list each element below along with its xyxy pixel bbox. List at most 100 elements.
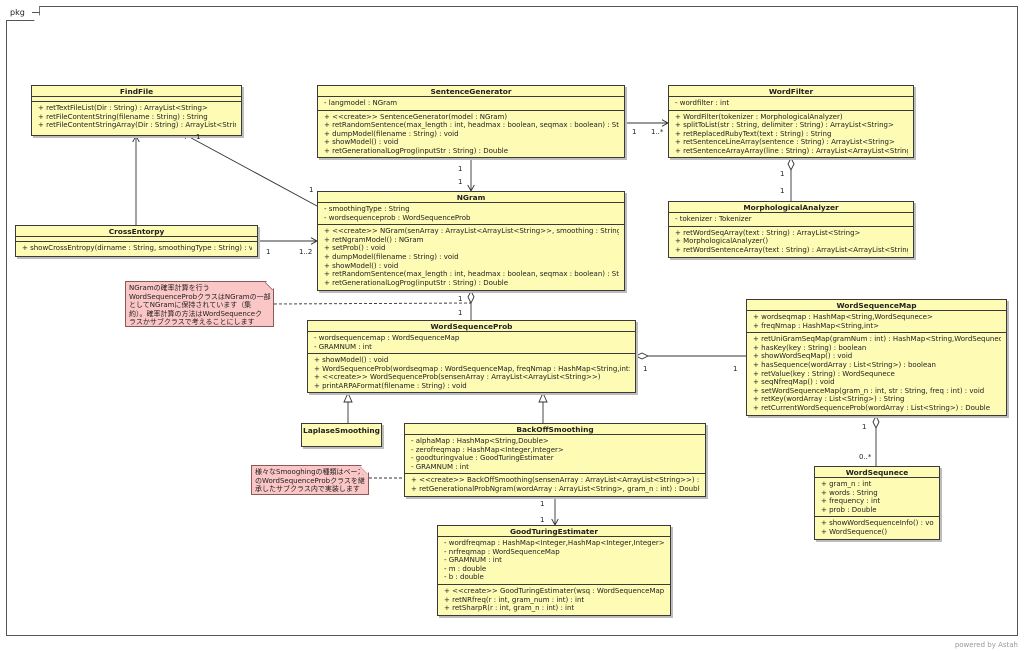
class-sentencegenerator[interactable]: SentenceGenerator - langmodel : NGram + … bbox=[317, 85, 625, 158]
attributes-section: - tokenizer : Tokenizer bbox=[669, 213, 913, 227]
member-line: - wordsequenceprob : WordSequenceProb bbox=[324, 213, 471, 222]
class-crossentropy[interactable]: CrossEntorpy + showCrossEntropy(dirname … bbox=[15, 225, 258, 257]
member-line: + WordSequence() bbox=[821, 527, 888, 536]
member-line: + showModel() : void bbox=[314, 356, 389, 365]
attributes-section bbox=[16, 237, 257, 242]
attributes-section: - langmodel : NGram bbox=[318, 97, 624, 111]
class-name: FindFile bbox=[32, 86, 241, 97]
member-line: 様々なSmooghingの種類はベース bbox=[255, 468, 365, 476]
class-laplacesmoothing[interactable]: LaplaseSmoothing bbox=[301, 423, 382, 447]
mult-wsp-wsm-left: 1 bbox=[643, 365, 648, 373]
aggregation-diamond bbox=[787, 156, 795, 172]
generalization-triangle bbox=[538, 391, 548, 403]
mult-bo-gt-top: 1 bbox=[540, 500, 545, 508]
class-backoffsmoothing[interactable]: BackOffSmoothing - alphaMap : HashMap<St… bbox=[404, 423, 706, 497]
member-line: + retNRfreq(r : int, gram_num : int) : i… bbox=[444, 595, 585, 604]
attributes-section bbox=[32, 97, 241, 102]
operations-section: + showModel() : void+ WordSequenceProb(w… bbox=[308, 354, 635, 392]
member-line: + <<create>> GoodTuringEstimater(wsq : W… bbox=[444, 586, 665, 595]
member-line: + showCrossEntropy(dirname : String, smo… bbox=[22, 244, 252, 252]
mult-ngram-findfile-near: 1 bbox=[196, 133, 201, 141]
class-name: SentenceGenerator bbox=[318, 86, 624, 97]
class-wordsequnece[interactable]: WordSequnece + gram_n : int+ words : Str… bbox=[814, 466, 940, 540]
member-line: + retTextFileList(Dir : String) : ArrayL… bbox=[38, 104, 208, 112]
member-line: - GRAMNUM : int bbox=[411, 462, 469, 471]
member-line: + retCurrentWordSequenceProb(wordArray :… bbox=[753, 403, 991, 412]
aggregation-diamond bbox=[467, 289, 475, 305]
member-line: + freqNmap : HashMap<String,int> bbox=[753, 321, 880, 330]
operations-section: + WordFilter(tokenizer : MorphologicalAn… bbox=[669, 111, 913, 158]
attributes-section: - smoothingType : String- wordsequencepr… bbox=[318, 203, 624, 226]
class-findfile[interactable]: FindFile + retTextFileList(Dir : String)… bbox=[31, 85, 242, 136]
mult-wf-ma-bottom: 1 bbox=[780, 187, 785, 195]
member-line: - tokenizer : Tokenizer bbox=[675, 215, 752, 223]
member-line: - m : double bbox=[444, 564, 487, 573]
member-line: - smoothingType : String bbox=[324, 205, 410, 213]
member-line: + hasSequence(wordArray : List<String>) … bbox=[753, 360, 936, 369]
package-label: pkg bbox=[6, 6, 40, 21]
member-line: WordSequenceProbクラスはNGramの一部 bbox=[129, 292, 271, 301]
member-line: + <<create>> NGram(senArray : ArrayList<… bbox=[324, 227, 619, 236]
member-line: ラスかサブクラスで考えることにします bbox=[129, 318, 255, 327]
mult-wsp-wsm-right: 1 bbox=[733, 365, 738, 373]
class-ngram[interactable]: NGram - smoothingType : String- wordsequ… bbox=[317, 191, 625, 291]
class-morphologicalanalyzer[interactable]: MorphologicalAnalyzer - tokenizer : Toke… bbox=[668, 201, 914, 258]
note-smoothing-subclasses: 様々なSmooghingの種類はベースのWordSequenceProbクラスを… bbox=[251, 465, 369, 495]
attributes-section: - alphaMap : HashMap<String,Double>- zer… bbox=[405, 435, 705, 475]
member-line: + retReplacedRubyText(text : String) : S… bbox=[675, 129, 832, 138]
member-line: - wordsequencemap : WordSequenceMap bbox=[314, 334, 460, 342]
class-wordsequenceprob[interactable]: WordSequenceProb - wordsequencemap : Wor… bbox=[307, 320, 636, 393]
member-line: + retGenerationalProbNgram(wordArray : A… bbox=[411, 484, 700, 493]
member-line: - alphaMap : HashMap<String,Double> bbox=[411, 437, 549, 445]
mult-sg-ngram-top: 1 bbox=[458, 165, 463, 173]
member-line: + retSharpR(r : int, gram_n : int) : int bbox=[444, 604, 575, 613]
mult-sg-wordfilter-left: 1 bbox=[632, 128, 637, 136]
member-line: + dumpModel(filename : String) : void bbox=[324, 252, 459, 261]
note-link bbox=[273, 302, 472, 305]
mult-ngram-wsp-top: 1 bbox=[458, 295, 463, 303]
operations-section: + retTextFileList(Dir : String) : ArrayL… bbox=[32, 102, 241, 132]
attributes-section: + gram_n : int+ words : String+ frequenc… bbox=[815, 478, 939, 518]
member-line: + <<create>> SentenceGenerator(model : N… bbox=[324, 112, 508, 121]
member-line: - b : double bbox=[444, 573, 484, 582]
member-line: NGramの確率計算を行う bbox=[129, 284, 210, 292]
operations-section: + showCrossEntropy(dirname : String, smo… bbox=[16, 242, 257, 255]
member-line: + splitToList(str : String, delimiter : … bbox=[675, 121, 894, 130]
operations-section: + <<create>> BackOffSmoothing(sensenArra… bbox=[405, 474, 705, 495]
member-line: + printARPAFormat(filename : String) : v… bbox=[314, 381, 467, 390]
mult-sg-ngram-bottom: 1 bbox=[458, 178, 463, 186]
member-line: + <<create>> WordSequenceProb(sensenArra… bbox=[314, 373, 601, 382]
class-wordsequencemap[interactable]: WordSequenceMap + wordseqmap : HashMap<S… bbox=[746, 299, 1007, 416]
member-line: + MorphologicalAnalyzer() bbox=[675, 237, 769, 246]
class-name: MorphologicalAnalyzer bbox=[669, 202, 913, 213]
operations-section: + showWordSequenceInfo() : void+ WordSeq… bbox=[815, 517, 939, 538]
member-line: - wordfreqmap : HashMap<Integer,HashMap<… bbox=[444, 539, 665, 547]
class-name: NGram bbox=[318, 192, 624, 203]
member-line: + WordSequenceProb(wordseqmap : WordSequ… bbox=[314, 364, 630, 373]
arrowhead bbox=[132, 135, 140, 143]
member-line: 承したサブクラス内で実装します bbox=[255, 485, 360, 494]
member-line: + words : String bbox=[821, 488, 878, 497]
class-name: LaplaseSmoothing bbox=[303, 426, 380, 435]
member-line: + retGenerationalLogProg(inputStr : Stri… bbox=[324, 278, 509, 287]
member-line: + wordseqmap : HashMap<String,WordSequne… bbox=[753, 313, 933, 321]
member-line: + retFileContentStringArray(Dir : String… bbox=[38, 121, 236, 130]
link-ngram-findfile bbox=[181, 132, 318, 207]
class-wordfilter[interactable]: WordFilter - wordfilter : int + WordFilt… bbox=[668, 85, 914, 158]
aggregation-diamond bbox=[634, 352, 650, 360]
operations-section: + retWordSeqArray(text : String) : Array… bbox=[669, 227, 913, 257]
class-goodturingestimater[interactable]: GoodTuringEstimater - wordfreqmap : Hash… bbox=[437, 525, 671, 616]
mult-wsm-ws-bottom: 0..* bbox=[859, 453, 872, 461]
mult-sg-wordfilter-right: 1..* bbox=[651, 128, 664, 136]
class-name: BackOffSmoothing bbox=[405, 424, 705, 435]
member-line: + retKey(wordArray : List<String>) : Str… bbox=[753, 395, 905, 404]
member-line: + frequency : int bbox=[821, 497, 881, 506]
mult-ce-ngram-left: 1 bbox=[266, 248, 271, 256]
member-line: + retRandomSentence(max_length : int, he… bbox=[324, 270, 619, 279]
member-line: - GRAMNUM : int bbox=[444, 556, 502, 565]
member-line: + retFileContentString(filename : String… bbox=[38, 112, 208, 121]
member-line: + showWordSeqMap() : void bbox=[753, 352, 853, 361]
package-frame bbox=[6, 6, 1018, 636]
member-line: + retSentenceArrayArray(line : String) :… bbox=[675, 146, 908, 155]
member-line: + seqNfreqMap() : void bbox=[753, 378, 835, 387]
